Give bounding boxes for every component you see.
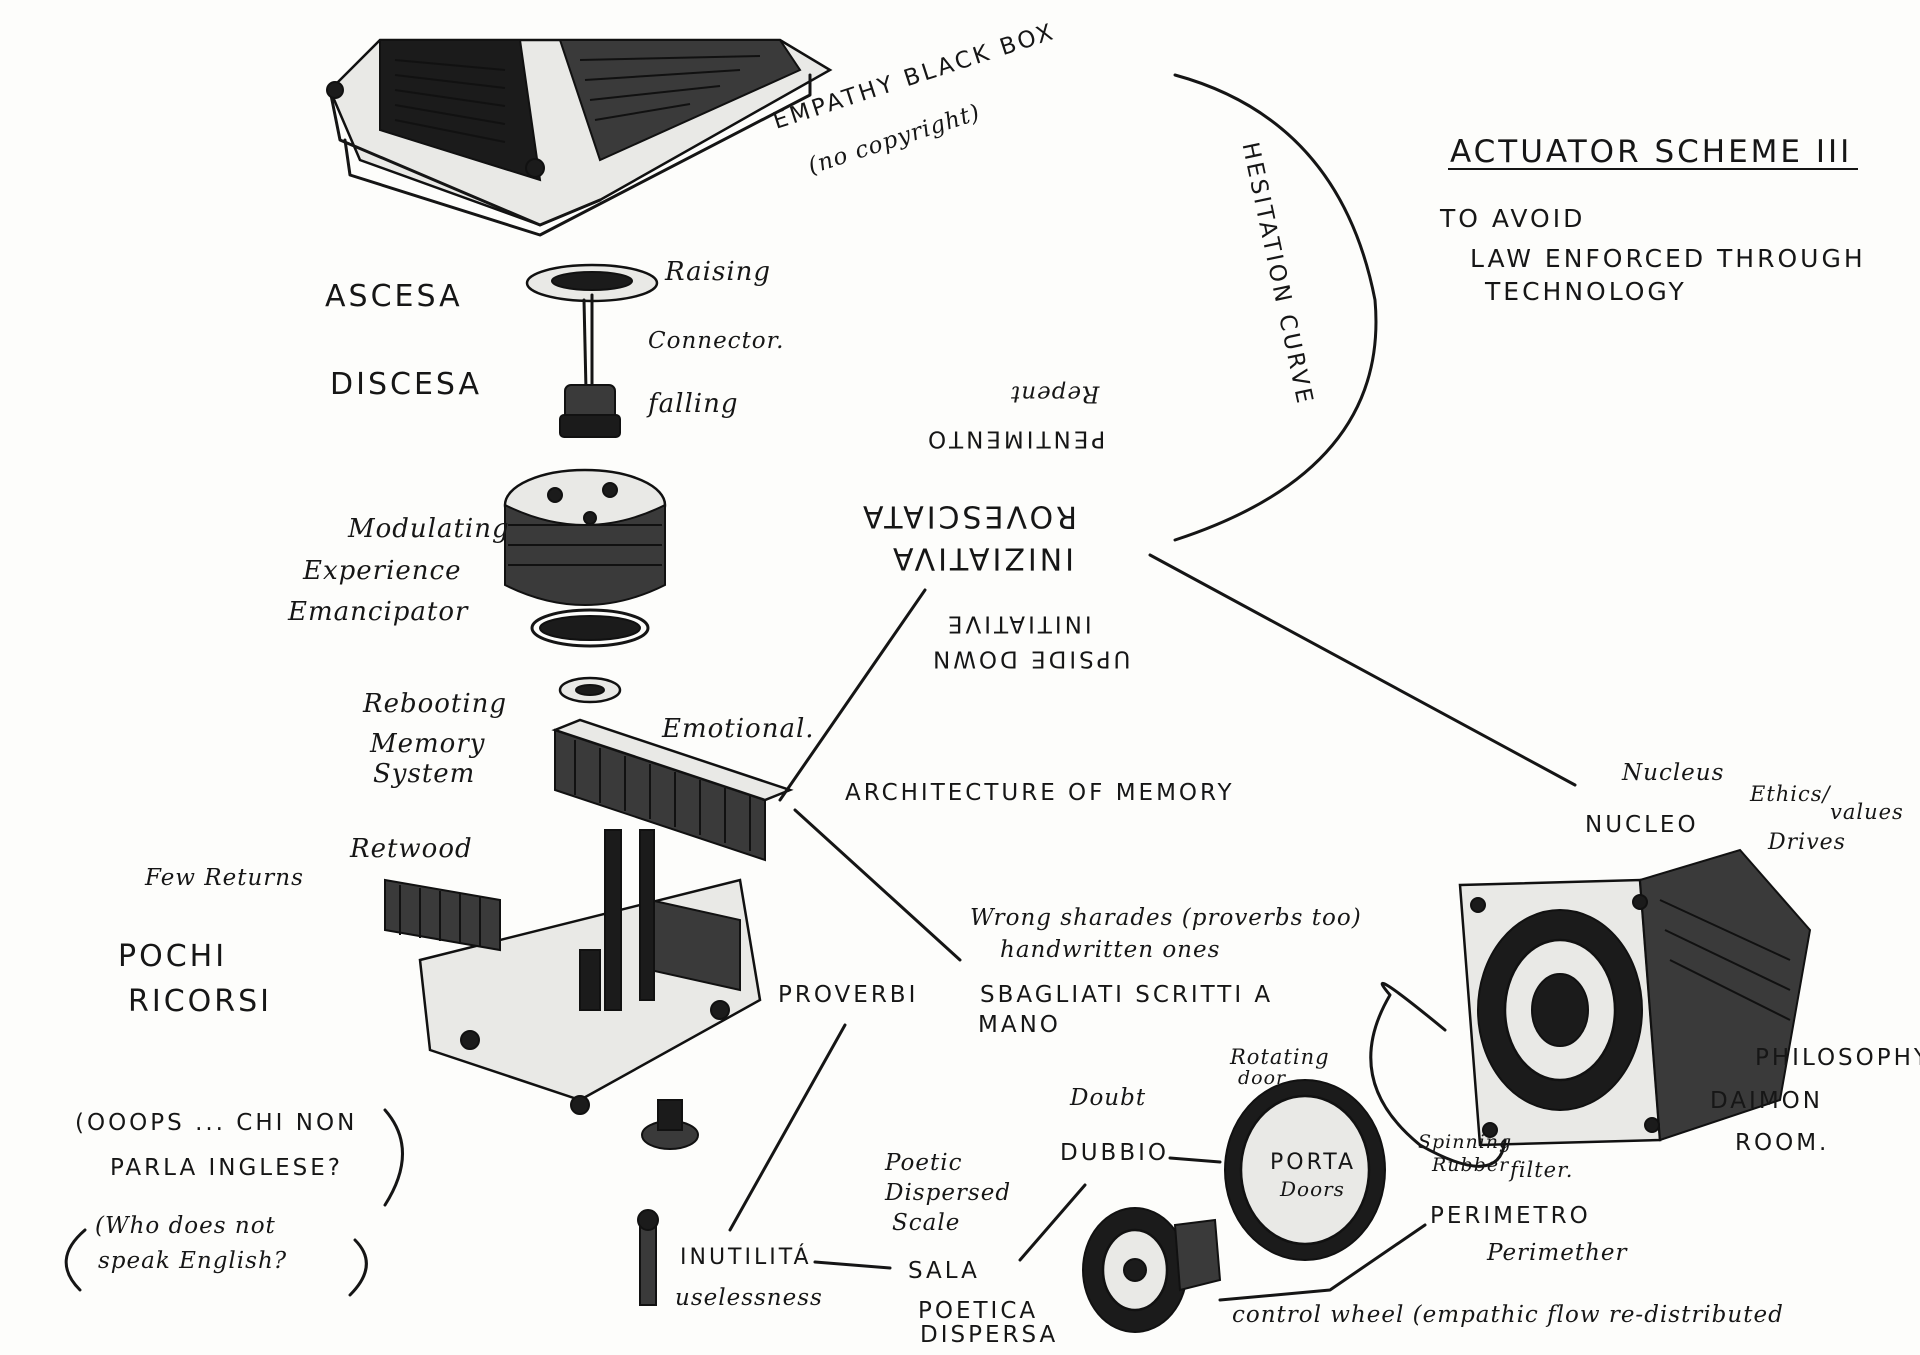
sala-label: SALA [908, 1258, 980, 1284]
oops-brace-end [348, 1238, 368, 1297]
few-returns-label: Few Returns [145, 865, 304, 891]
daimon-label: DAIMON [1710, 1088, 1823, 1114]
modulator-drawing [503, 468, 667, 704]
title-underline [1448, 168, 1858, 170]
repent-label: Repent [1010, 380, 1100, 407]
ricorsi-label: RICORSI [128, 984, 272, 1019]
falling-label: falling [648, 389, 739, 419]
mano-label: MANO [978, 1012, 1061, 1038]
oops-line-4: speak English? [98, 1248, 288, 1274]
uselessness-label: uselessness [675, 1285, 823, 1311]
initiative-label: INITIATIVE [945, 610, 1092, 637]
wrong-sharades-label: Wrong sharades (proverbs too) [970, 905, 1362, 931]
retwood-label: Retwood [350, 834, 473, 864]
rovesciata-label: ROVESCIATA [860, 498, 1077, 534]
drives-label: Drives [1768, 830, 1846, 855]
subtitle-line-3: TECHNOLOGY [1485, 277, 1687, 306]
handwritten-label: handwritten ones [1000, 937, 1221, 963]
iniziativa-label: INIZIATIVA [890, 540, 1075, 576]
oops-line-3: (Who does not [95, 1213, 276, 1239]
line-sala-to-control-wheel [1018, 1183, 1087, 1262]
oops-brace-upper [383, 1108, 404, 1207]
values-label: values [1830, 800, 1904, 824]
rebooting-label: Rebooting [363, 689, 508, 719]
emancipator-label: Emancipator [288, 597, 469, 627]
discesa-label: DISCESA [330, 367, 483, 402]
doors-label: Doors [1280, 1177, 1345, 1201]
emotional-label: Emotional. [662, 714, 815, 744]
door-label: door [1238, 1067, 1287, 1089]
pentimento-label: PENTIMENTO [925, 425, 1106, 452]
memory-label: Memory [370, 729, 486, 759]
control-wheel-label: control wheel (empathic flow re-distribu… [1232, 1302, 1784, 1328]
scale-label: Scale [892, 1210, 961, 1236]
dispersa-label: DISPERSA [920, 1322, 1059, 1348]
upside-down-label: UPSIDE DOWN [930, 645, 1131, 672]
rotating-door-drawing [1224, 1079, 1386, 1261]
subtitle-line-2: LAW ENFORCED THROUGH [1470, 244, 1866, 273]
inutilita-label: INUTILITÁ [680, 1245, 812, 1270]
doubt-label: Doubt [1070, 1085, 1147, 1111]
filter-label: filter. [1510, 1158, 1574, 1182]
line-proverbi-to-inutilita [728, 1023, 847, 1232]
line-iniziativa-to-nucleus [1148, 553, 1577, 787]
line-dubbio-to-porta [1168, 1156, 1222, 1164]
rubber-label: Rubber [1432, 1154, 1510, 1176]
spinning-label: Spinning [1418, 1131, 1513, 1153]
poetic-label: Poetic [885, 1150, 963, 1176]
nucleus-motor-drawing [1369, 848, 1812, 1168]
nucleus-label: Nucleus [1622, 760, 1725, 786]
sbagliati-label: SBAGLIATI SCRITTI A [980, 982, 1274, 1008]
ethics-label: Ethics/ [1750, 782, 1831, 806]
line-wheel-to-perimetro [1218, 1223, 1427, 1302]
modulating-label: Modulating [348, 514, 510, 544]
room-label: ROOM. [1735, 1130, 1830, 1156]
connector-label: Connector. [648, 328, 785, 354]
subtitle-line-1: TO AVOID [1440, 204, 1586, 233]
architecture-label: ARCHITECTURE OF MEMORY [845, 780, 1235, 806]
dubbio-label: DUBBIO [1060, 1140, 1169, 1166]
diagram-title: ACTUATOR SCHEME III [1450, 134, 1853, 170]
perimether-label: Perimether [1487, 1240, 1628, 1266]
raising-label: Raising [665, 257, 772, 287]
experience-label: Experience [303, 556, 462, 586]
line-memory-to-wrong-sharades [793, 808, 962, 962]
system-label: System [373, 759, 476, 789]
perimetro-label: PERIMETRO [1430, 1203, 1591, 1229]
oops-line-1: (OOOPS ... CHI NON [75, 1110, 358, 1136]
connector-lines [64, 73, 1577, 1302]
line-memory-to-iniziativa [778, 588, 927, 802]
nucleo-label: NUCLEO [1585, 812, 1699, 838]
poetica-label: POETICA [918, 1298, 1039, 1324]
memory-system-drawing [384, 718, 794, 1306]
ascesa-label: ASCESA [325, 279, 463, 314]
hesitation-curve [1173, 73, 1378, 542]
rotating-label: Rotating [1230, 1045, 1330, 1069]
black-box-drawing [326, 38, 833, 237]
oops-brace-lower [64, 1228, 87, 1292]
raising-disc-drawing [525, 263, 659, 438]
dispersed-label: Dispersed [885, 1180, 1012, 1206]
line-inutilita-to-sala [813, 1260, 892, 1270]
oops-line-2: PARLA INGLESE? [110, 1155, 343, 1181]
pochi-label: POCHI [118, 939, 228, 974]
philosophy-label: PHILOSOPHY [1755, 1045, 1920, 1071]
control-wheel-drawing [1082, 1207, 1222, 1333]
porta-label: PORTA [1270, 1150, 1357, 1175]
proverbi-label: PROVERBI [778, 982, 919, 1008]
